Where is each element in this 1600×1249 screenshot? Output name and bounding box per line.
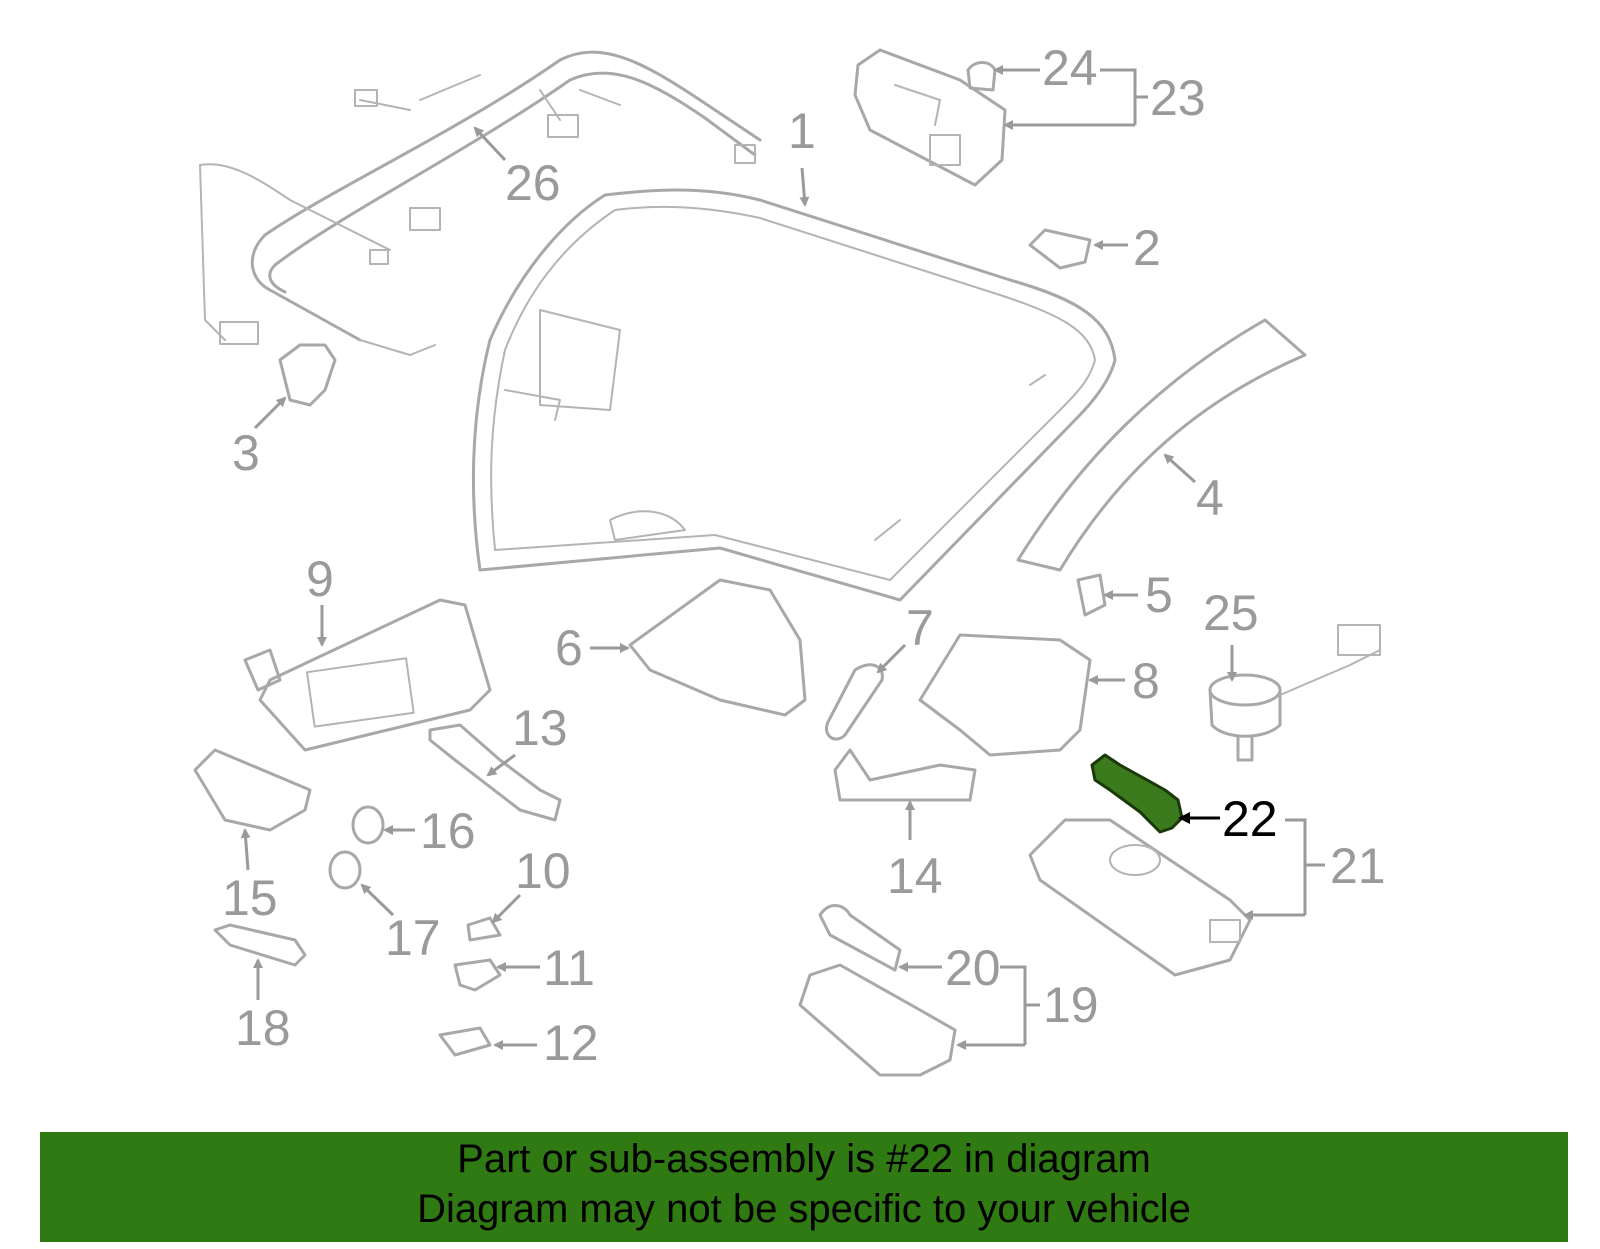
- part-25-sensor: [1208, 624, 1381, 762]
- callout-18: 18: [235, 1000, 291, 1056]
- callout-labels: 1 2 3 4 5 6 7 8 9 10 11 12 13 14 15 16 1…: [222, 40, 1386, 1071]
- part-14-bracket: [833, 748, 977, 802]
- part-8-console: [918, 633, 1092, 757]
- parts-diagram: 1 2 3 4 5 6 7 8 9 10 11 12 13 14 15 16 1…: [193, 40, 1386, 1077]
- callout-19: 19: [1043, 977, 1099, 1033]
- part-6-bracket: [628, 578, 807, 717]
- callout-13: 13: [512, 700, 568, 756]
- callout-4: 4: [1196, 470, 1224, 526]
- callout-2: 2: [1133, 220, 1161, 276]
- callout-10: 10: [515, 843, 571, 899]
- callout-16: 16: [420, 803, 476, 859]
- part-15-lamp: [193, 748, 312, 832]
- part-18-handle: [213, 923, 307, 967]
- part-2-clip: [1028, 228, 1092, 270]
- callout-20: 20: [945, 940, 1001, 996]
- part-21-overhead-console: [1028, 818, 1252, 977]
- callout-9: 9: [306, 551, 334, 607]
- callout-17: 17: [385, 910, 441, 966]
- callout-5: 5: [1145, 567, 1173, 623]
- callout-26: 26: [505, 155, 561, 211]
- callout-11: 11: [543, 940, 595, 996]
- callout-15: 15: [222, 870, 278, 926]
- part-22-bulb-highlighted: [1090, 753, 1184, 834]
- part-9-sun-visor: [243, 598, 492, 752]
- callout-3: 3: [232, 425, 260, 481]
- callout-1: 1: [788, 103, 816, 159]
- callout-7: 7: [906, 600, 934, 656]
- part-4-pillar-trim: [1016, 318, 1307, 572]
- banner-line-disclaimer: Diagram may not be specific to your vehi…: [417, 1187, 1191, 1231]
- banner-line-part: Part or sub-assembly is #22 in diagram: [457, 1137, 1151, 1181]
- part-10-clip: [466, 916, 502, 942]
- part-12-clip: [438, 1026, 492, 1057]
- part-3-pad: [278, 343, 337, 407]
- callout-24: 24: [1042, 40, 1098, 96]
- callout-25: 25: [1203, 585, 1259, 641]
- callout-21: 21: [1330, 838, 1386, 894]
- callout-23: 23: [1150, 70, 1206, 126]
- callout-6: 6: [555, 620, 583, 676]
- part-20-bulb: [818, 904, 902, 972]
- part-24-bulb: [966, 61, 997, 92]
- part-19-lamp-assembly: [798, 963, 957, 1077]
- part-1-headliner: [471, 188, 1117, 602]
- info-banner: Part or sub-assembly is #22 in diagram D…: [40, 1132, 1568, 1242]
- part-11-clip: [453, 958, 502, 992]
- part-26-wiring-harness: [199, 50, 762, 356]
- callout-12: 12: [543, 1015, 599, 1071]
- part-23-module: [853, 48, 1007, 187]
- part-17-ring: [328, 850, 362, 890]
- part-16-ring: [351, 805, 385, 845]
- part-7-seal: [825, 663, 884, 741]
- part-5-clip: [1076, 573, 1107, 617]
- callout-22: 22: [1222, 791, 1278, 847]
- part-13-grab-handle: [428, 723, 562, 822]
- leader-lines: [240, 65, 1325, 1050]
- callout-8: 8: [1132, 653, 1160, 709]
- callout-14: 14: [887, 848, 943, 904]
